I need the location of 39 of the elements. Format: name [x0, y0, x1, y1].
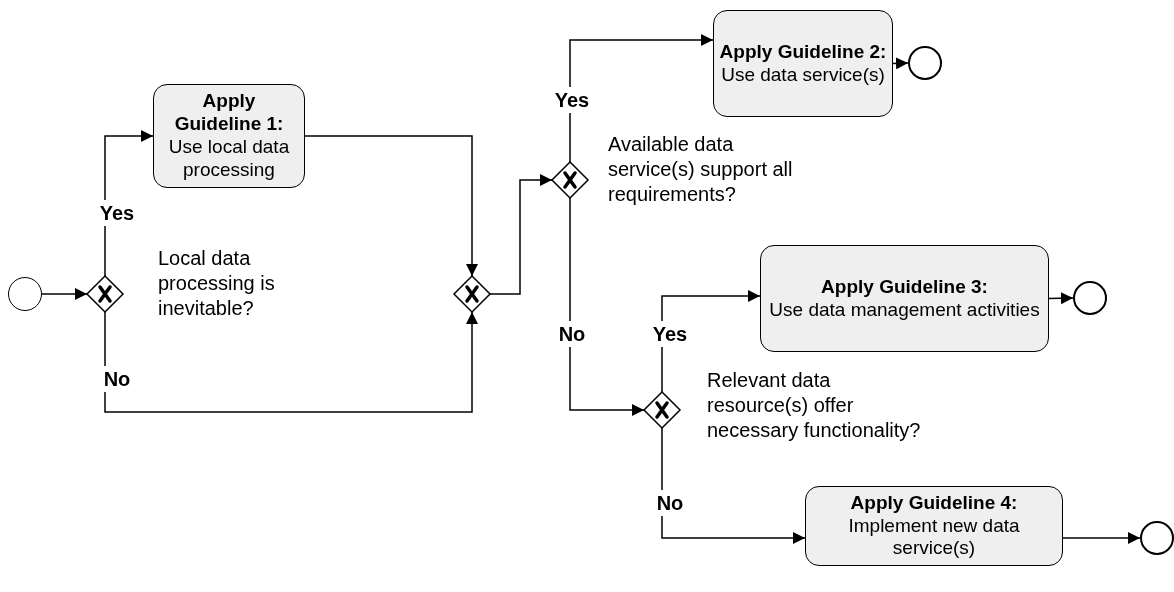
task-box: [805, 486, 1063, 566]
sequence-flow-arrow: [489, 174, 553, 295]
exclusive-gateway-diamond: [87, 276, 123, 312]
edge-label: Yes: [99, 200, 135, 226]
gateway-question: Local data processing is inevitable?: [158, 246, 276, 321]
end-event-circle: [1140, 521, 1174, 555]
exclusive-gateway-diamond: [552, 162, 588, 198]
sequence-flow-arrow: [1062, 532, 1141, 544]
task-description: Use data service(s): [721, 63, 885, 87]
task-title: Apply Guideline 3:: [821, 275, 988, 299]
gateway-question: Relevant data resource(s) offer necessary functionality?: [707, 368, 922, 443]
task-box: [760, 245, 1049, 352]
exclusive-gateway-diamond: [454, 276, 490, 312]
task-description: Use data management activities: [769, 298, 1040, 322]
sequence-flow-arrow: [304, 135, 478, 277]
end-event-circle: [1073, 281, 1107, 315]
task-title: Apply Guideline 4:: [850, 491, 1018, 515]
task-title: Apply Guideline 2:: [719, 40, 887, 64]
task-box: [153, 84, 305, 188]
sequence-flow-arrow: [661, 427, 806, 544]
edge-label: Yes: [652, 321, 688, 347]
end-event-circle: [908, 46, 942, 80]
edge-label: No: [656, 490, 684, 516]
task-description: Implement new data service(s): [847, 514, 1021, 561]
sequence-flow-arrow: [569, 34, 714, 163]
start-event-circle: [8, 277, 42, 311]
edge-label: Yes: [554, 87, 590, 113]
edge-label: No: [558, 321, 586, 347]
sequence-flow-arrow: [41, 288, 88, 300]
sequence-flow-arrow: [104, 311, 478, 413]
gateway-question: Available data service(s) support all requirements?: [608, 132, 793, 207]
task-description: Use local data processing: [167, 136, 291, 182]
sequence-flow-arrow: [1048, 292, 1074, 305]
task-box: [713, 10, 893, 117]
edge-label: No: [103, 366, 131, 392]
task-title: Apply Guideline 1:: [173, 90, 285, 136]
sequence-flow-arrow: [892, 57, 909, 70]
sequence-flow-arrow: [569, 197, 645, 416]
exclusive-gateway-diamond: [644, 392, 680, 428]
